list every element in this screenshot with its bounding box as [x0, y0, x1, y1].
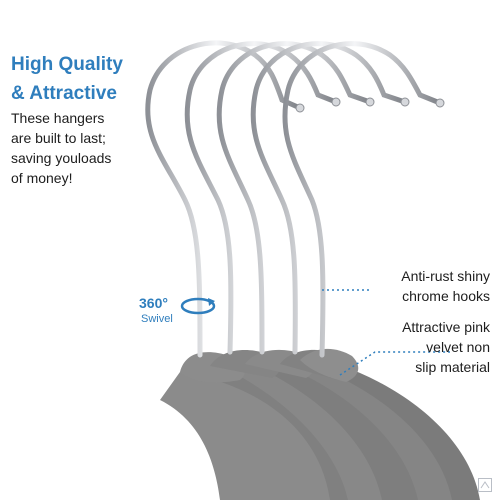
velvet-hanger-bodies — [160, 355, 480, 500]
tagline-line-1: These hangers — [11, 110, 105, 126]
chrome-hooks — [145, 40, 443, 358]
headline-line-2: & Attractive — [11, 83, 117, 104]
corner-mark-icon — [478, 478, 492, 492]
rotation-arrow-icon — [180, 297, 216, 315]
headline: High Quality & Attractive — [11, 50, 123, 108]
tagline: These hangers are built to last; saving … — [11, 108, 151, 188]
tagline-line-2: are built to last; — [11, 130, 106, 146]
swivel-degrees: 360° — [139, 295, 168, 311]
tagline-line-4: of money! — [11, 170, 73, 186]
callout-velvet-material: Attractive pink velvet non slip material — [355, 317, 490, 377]
callout-velvet-line-1: Attractive pink — [402, 319, 490, 335]
hook-tips — [295, 97, 445, 113]
callout-velvet-line-3: slip material — [415, 359, 490, 375]
headline-line-1: High Quality — [11, 54, 123, 75]
tagline-line-3: saving youloads — [11, 150, 112, 166]
velvet-hanger-necks — [180, 348, 359, 383]
callout-velvet-line-2: velvet non — [426, 339, 490, 355]
swivel-label: Swivel — [141, 313, 173, 325]
callout-rust-line-1: Anti-rust shiny — [401, 268, 490, 284]
callout-leaders — [322, 289, 450, 376]
callout-rust-line-2: chrome hooks — [402, 288, 490, 304]
callout-chrome-hooks: Anti-rust shiny chrome hooks — [370, 266, 490, 306]
